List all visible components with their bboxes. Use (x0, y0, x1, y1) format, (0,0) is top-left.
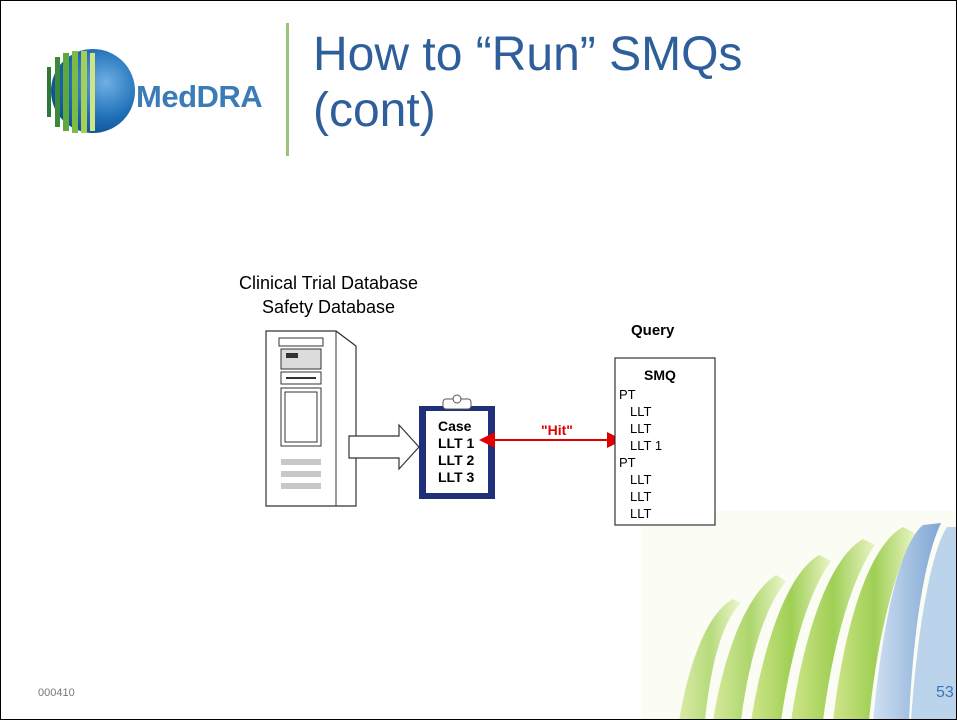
title-line-1: How to “Run” SMQs (313, 28, 743, 81)
case-item: LLT 2 (438, 452, 475, 468)
smq-box (614, 357, 716, 526)
slide-title: How to “Run” SMQs (cont) (313, 27, 873, 139)
title-divider (286, 23, 289, 156)
case-item: LLT 1 (438, 435, 475, 451)
database-label: Clinical Trial Database Safety Database (201, 271, 456, 319)
case-item: LLT 3 (438, 469, 475, 485)
smq-item-llt: LLT (630, 421, 652, 436)
footer-code: 000410 (38, 687, 75, 699)
meddra-globe-logo-icon (47, 49, 135, 133)
smq-item-pt: PT (619, 455, 636, 470)
smq-item-llt: LLT (630, 404, 652, 419)
decorative-swoosh (641, 511, 956, 719)
page-number: 53 (936, 684, 954, 701)
hit-label: "Hit" (541, 422, 573, 438)
clipboard-icon (419, 394, 495, 499)
database-label-line-2: Safety Database (261, 297, 396, 317)
server-tower-icon (265, 330, 357, 507)
smq-item-llt: LLT (630, 472, 652, 487)
logo-wordmark: MedDRA (136, 79, 263, 114)
smq-item-llt-hit: LLT 1 (630, 438, 663, 453)
smq-item-llt: LLT (630, 489, 652, 504)
case-list: Case LLT 1 LLT 2 LLT 3 (438, 418, 474, 486)
title-line-2: (cont) (313, 84, 436, 137)
smq-list: PT LLT LLT LLT 1 PT LLT LLT LLT (619, 386, 662, 522)
smq-item-pt: PT (619, 387, 636, 402)
query-label: Query (631, 322, 675, 339)
flow-arrow (348, 423, 420, 471)
smq-title: SMQ (644, 367, 676, 383)
smq-item-llt: LLT (630, 506, 652, 521)
database-label-line-1: Clinical Trial Database (238, 273, 419, 293)
case-title: Case (438, 418, 472, 434)
